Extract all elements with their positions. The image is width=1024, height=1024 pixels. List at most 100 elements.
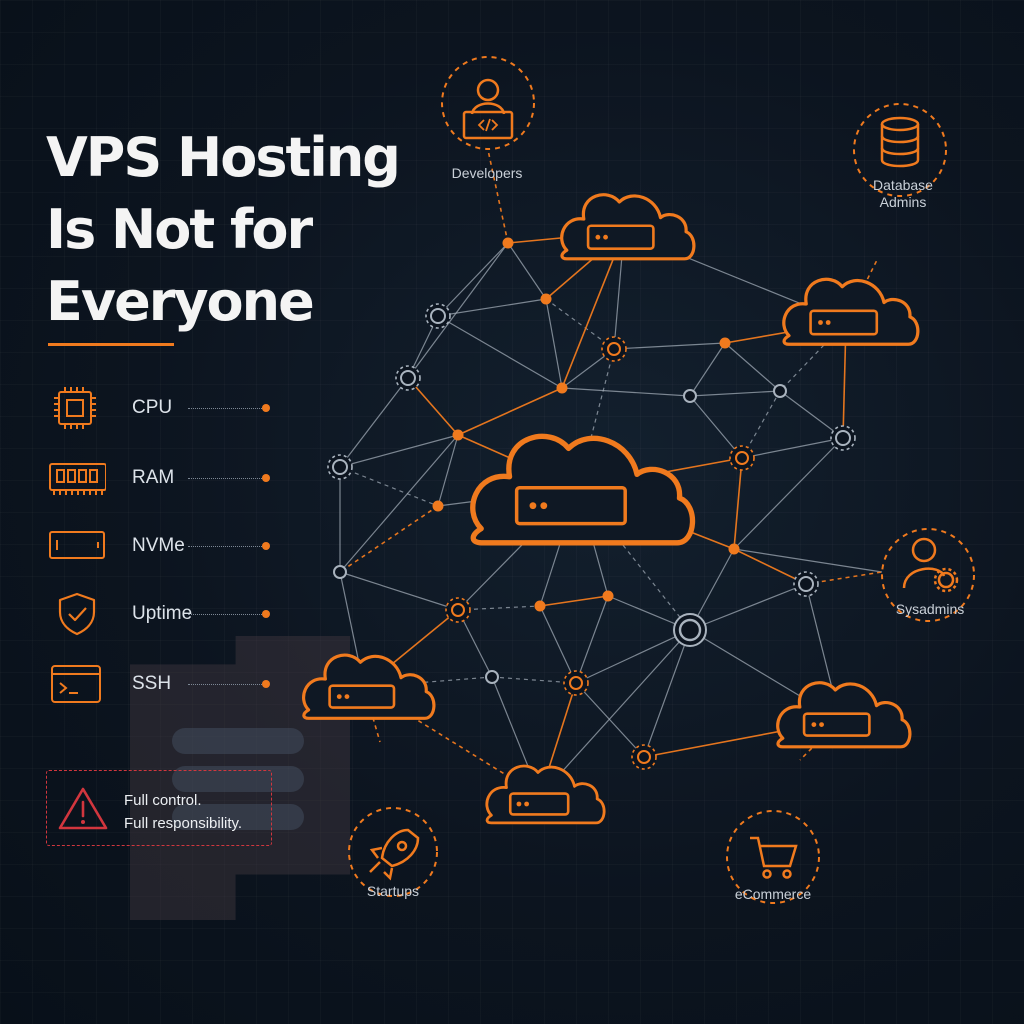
cloud-outline — [473, 436, 693, 542]
title-line-1: VPS Hosting — [46, 126, 401, 189]
feature-ram: RAM — [48, 456, 288, 500]
network-edge — [437, 434, 459, 507]
feature-connector — [188, 478, 268, 479]
feature-connector — [188, 546, 268, 547]
server-led — [819, 722, 824, 727]
network-node-accent — [556, 382, 568, 394]
network-hub-large-core — [678, 618, 702, 642]
network-edge — [437, 242, 509, 317]
feature-uptime: Uptime — [48, 592, 288, 636]
network-edge — [457, 387, 563, 436]
network-hub-accent — [601, 336, 627, 362]
rocket-icon — [369, 828, 420, 881]
warning-triangle-icon — [58, 787, 108, 830]
network-edge — [643, 629, 691, 758]
database-icon — [880, 116, 920, 168]
network-hub-core — [332, 459, 348, 475]
network-edge — [724, 342, 781, 392]
network-hub-accent — [445, 597, 471, 623]
network-hub-core — [835, 430, 851, 446]
network-edge — [779, 390, 844, 439]
network-hub — [830, 425, 856, 451]
network-edge — [539, 629, 691, 797]
network-hub-core — [798, 576, 814, 592]
server-slot — [586, 224, 655, 250]
feature-label-nvme: NVMe — [132, 535, 185, 556]
cloud-server-top — [559, 192, 696, 261]
server-led — [344, 694, 350, 699]
feature-dot — [262, 542, 270, 550]
feature-ssh: SSH — [48, 662, 288, 706]
network-node-accent — [728, 543, 740, 555]
network-edge — [545, 298, 563, 389]
cloud-server-main — [473, 436, 693, 542]
warning-line-1: Full control. — [124, 792, 202, 809]
cloud-server-bottom — [485, 764, 606, 825]
server-led — [603, 234, 608, 240]
audience-label-developers: Developers — [452, 165, 523, 181]
network-hub-accent — [631, 744, 657, 770]
network-edge — [487, 149, 509, 244]
network-hub-accent-core — [637, 750, 651, 764]
network-hub — [425, 303, 451, 329]
audience-ecommerce: eCommerce — [726, 810, 820, 904]
network-edge — [539, 595, 609, 607]
network-node-accent — [602, 590, 614, 602]
warning-text: Full control. Full responsibility. — [124, 789, 242, 835]
feature-connector — [188, 408, 268, 409]
network-hub — [327, 454, 353, 480]
audience-sysadmins: Sysadmins — [881, 528, 975, 622]
network-edge — [689, 390, 781, 397]
audience-label-sysadmins: Sysadmins — [896, 601, 964, 617]
network-edge — [491, 676, 577, 684]
network-node-accent — [452, 429, 464, 441]
network-edge — [733, 437, 844, 550]
feature-label-cpu: CPU — [132, 397, 173, 418]
network-hub-accent-core — [451, 603, 465, 617]
user-gear-icon — [902, 537, 959, 593]
network-edge — [539, 605, 577, 684]
audience-developers: Developers — [441, 56, 535, 181]
audience-label-database-admins-1: Database — [873, 177, 933, 193]
server-led — [825, 320, 831, 325]
title-line-2: Is Not for — [46, 198, 313, 261]
network-hub-large — [673, 613, 707, 647]
cloud-server-left-lower — [301, 653, 436, 721]
nvme-drive-icon — [49, 531, 105, 559]
network-edge — [577, 487, 691, 631]
server-led — [529, 502, 537, 510]
network-node-accent — [534, 600, 546, 612]
server-slot — [328, 684, 396, 709]
server-led — [336, 694, 342, 699]
server-led — [540, 502, 548, 510]
network-edge — [437, 315, 563, 389]
cpu-chip-icon — [54, 387, 96, 429]
network-edge — [339, 434, 459, 468]
network-node — [333, 565, 347, 579]
network-edge — [689, 342, 726, 397]
network-node-accent — [502, 237, 514, 249]
network-hub-accent — [563, 670, 589, 696]
network-edge — [339, 505, 439, 573]
feature-dot — [262, 680, 270, 688]
network-edge — [733, 457, 743, 550]
network-node-accent — [719, 337, 731, 349]
network-hub-accent-core — [607, 342, 621, 356]
network-edge — [689, 395, 743, 459]
cloud-server-right-lower — [775, 681, 912, 749]
network-edge — [575, 682, 645, 758]
network-edge — [575, 595, 609, 684]
feature-nvme: NVMe — [48, 524, 288, 568]
network-hub-core — [430, 308, 446, 324]
feature-connector — [188, 614, 268, 615]
network-hub — [395, 365, 421, 391]
network-edge — [613, 342, 726, 350]
network-edge — [407, 377, 459, 436]
network-node — [773, 384, 787, 398]
network-node-accent — [540, 293, 552, 305]
network-edge — [805, 571, 883, 585]
server-led — [524, 801, 530, 807]
feature-dot — [262, 404, 270, 412]
network-hub-accent — [729, 445, 755, 471]
